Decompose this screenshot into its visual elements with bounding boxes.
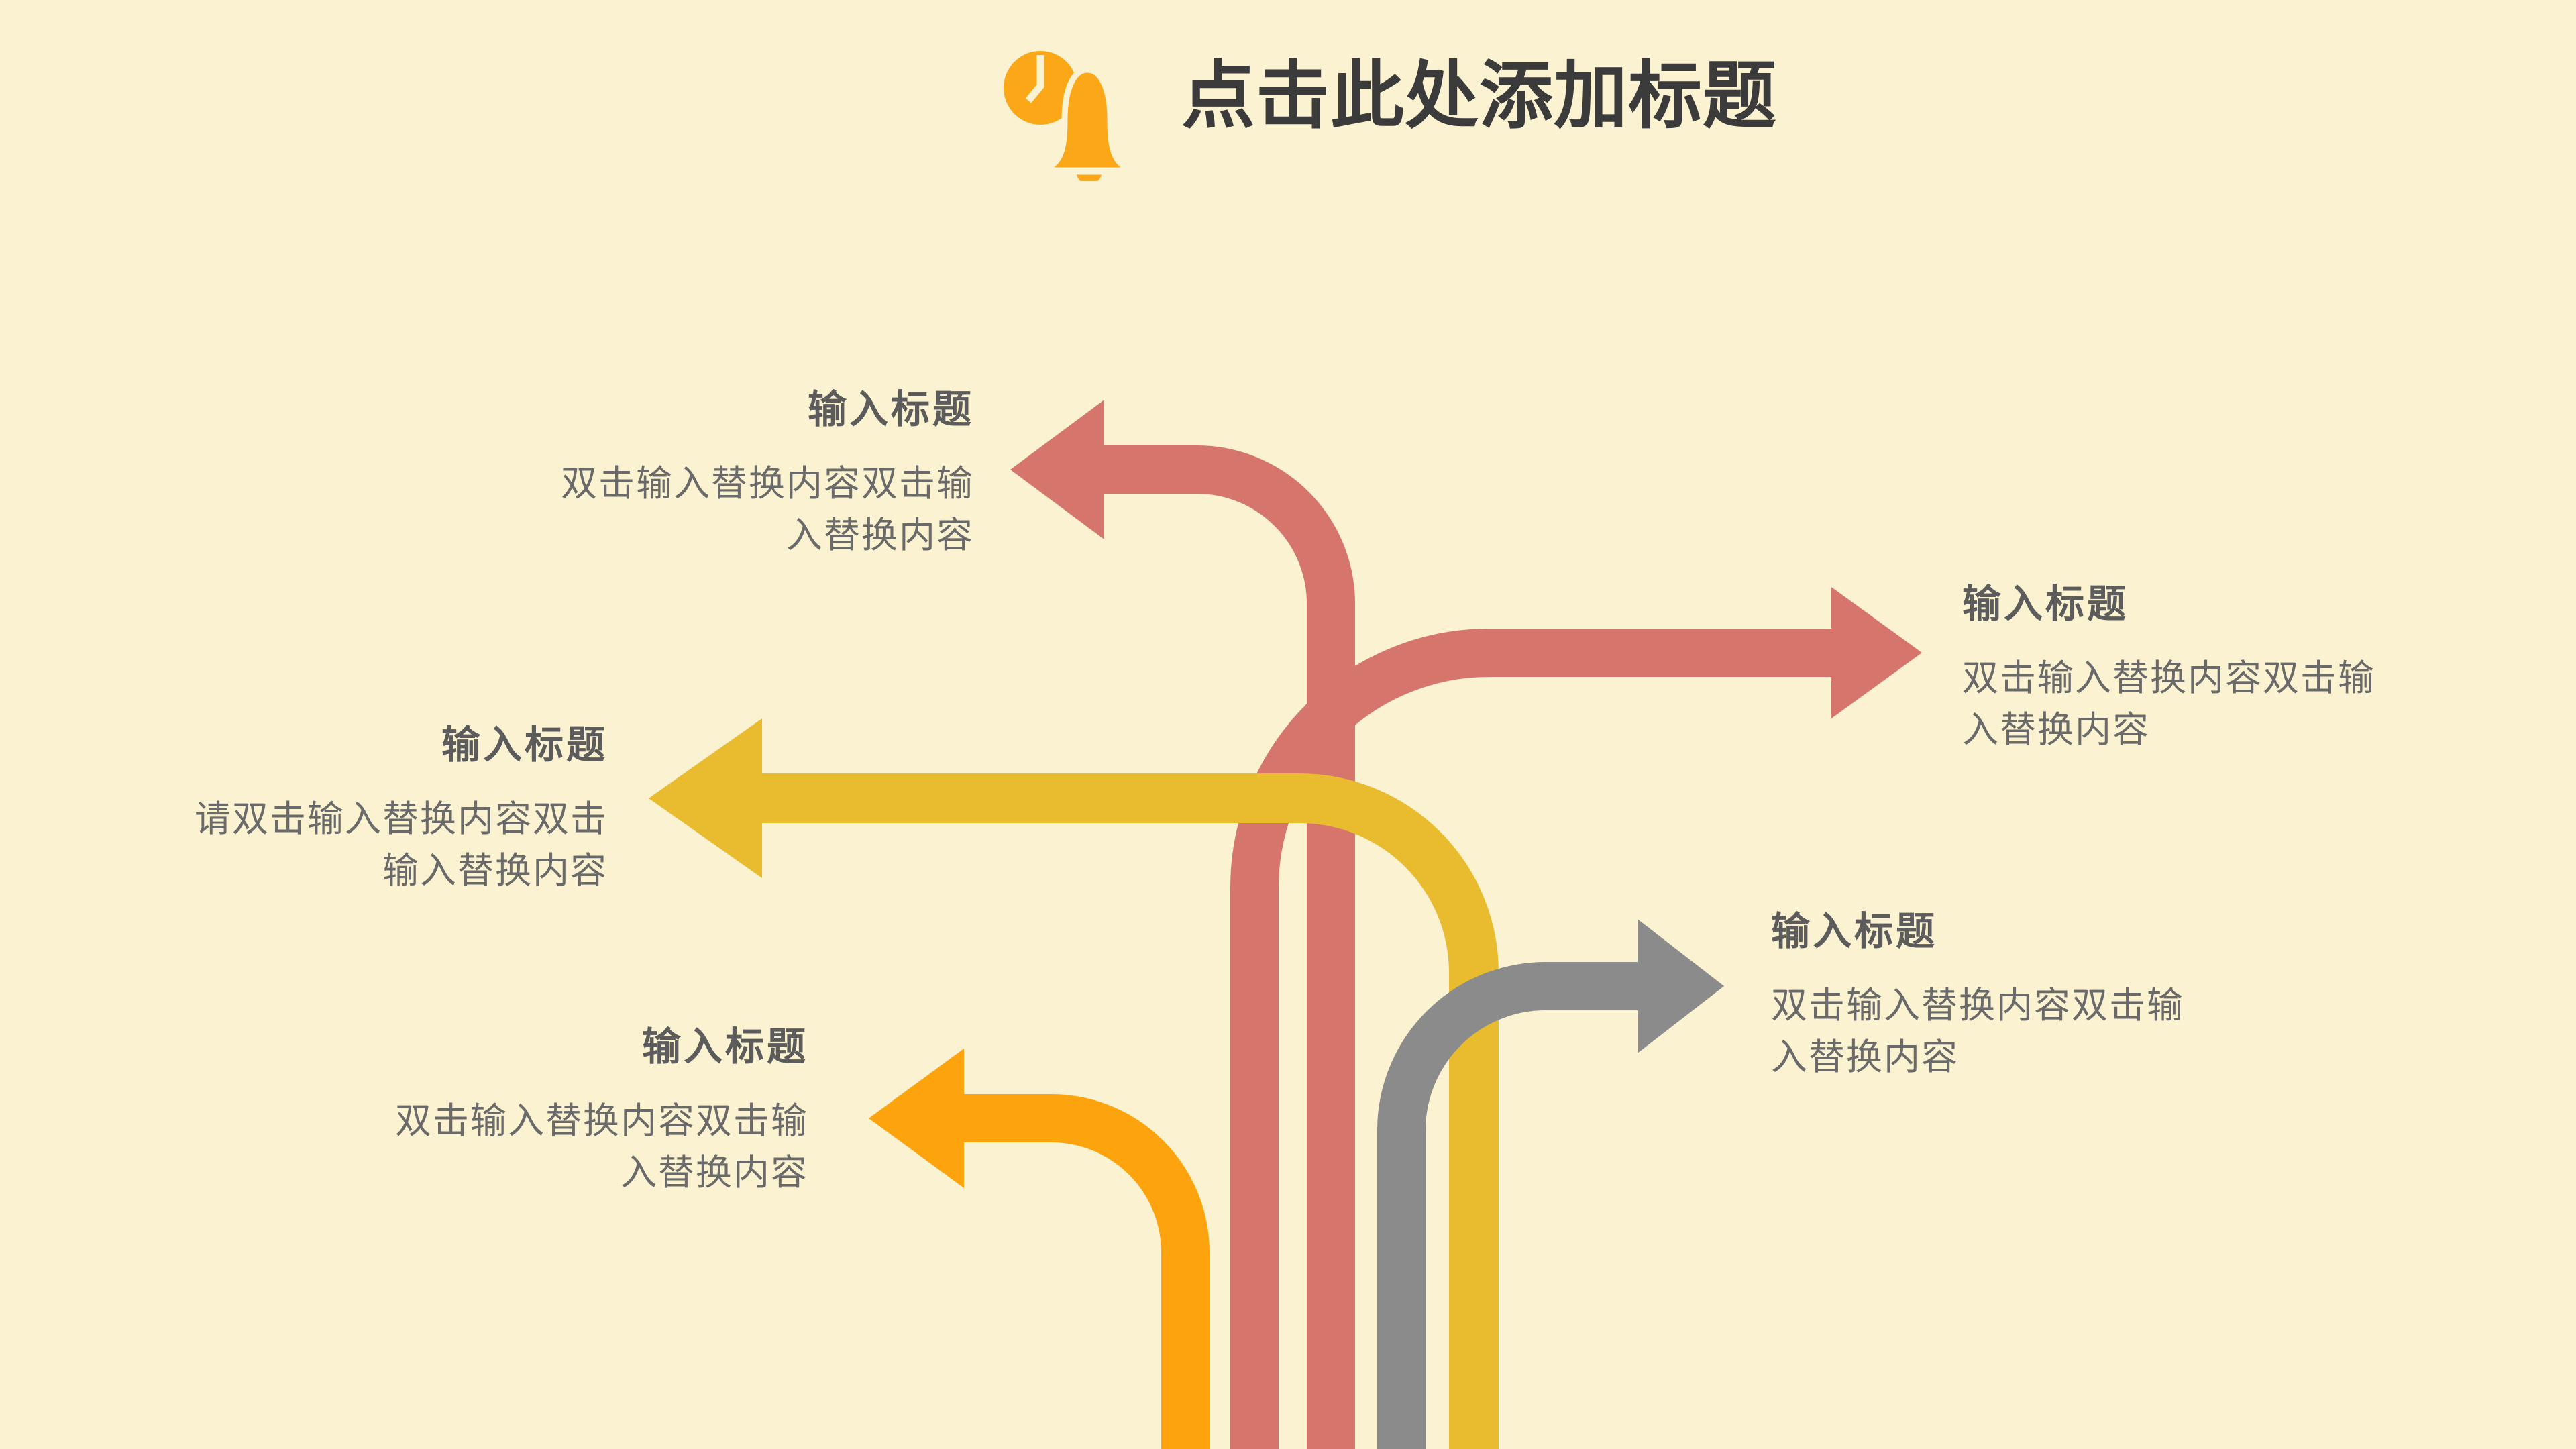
item-body-line2[interactable]: 入替换内容 (1962, 710, 2150, 751)
item-body-line1[interactable]: 双击输入替换内容双击输 (1771, 985, 2184, 1026)
item-body-placeholder[interactable]: 双击输入替换内容双击输入替换内容 (1962, 653, 2566, 757)
red-right-arrow (1230, 587, 1922, 1449)
item-body-line2[interactable]: 入替换内容 (786, 515, 974, 556)
yellow-left-arrow (649, 718, 1499, 1449)
gray-right-arrow-head (1638, 919, 1724, 1053)
red-left-arrow-head (1010, 400, 1104, 539)
item-body-placeholder[interactable]: 双击输入替换内容双击输入替换内容 (370, 458, 974, 563)
item-body-placeholder[interactable]: 双击输入替换内容双击输入替换内容 (205, 1095, 808, 1200)
gray-right-arrow-band (1377, 962, 1638, 1449)
yellow-left-arrow-head (649, 718, 762, 878)
text-item-right-lower[interactable]: 输入标题 双击输入替换内容双击输入替换内容 (1771, 910, 2375, 1084)
orange-left-arrow-band (964, 1094, 1210, 1449)
red-left-arrow (1010, 400, 1355, 1449)
item-title-placeholder[interactable]: 输入标题 (641, 1025, 808, 1069)
item-body-line2[interactable]: 输入替换内容 (382, 851, 608, 892)
red-right-arrow-band (1230, 629, 1831, 1449)
text-item-left-middle[interactable]: 输入标题 请双击输入替换内容双击输入替换内容 (4, 723, 608, 898)
bell-body (1040, 66, 1135, 174)
orange-left-arrow-head (869, 1049, 964, 1188)
orange-left-arrow (869, 1049, 1210, 1449)
text-item-right-upper[interactable]: 输入标题 双击输入替换内容双击输入替换内容 (1962, 582, 2566, 757)
item-title-placeholder[interactable]: 输入标题 (1771, 910, 1938, 953)
clock-hands (1025, 55, 1044, 103)
yellow-left-arrow-band (762, 773, 1499, 1449)
item-body-line1[interactable]: 请双击输入替换内容双击 (195, 798, 608, 839)
item-body-line1[interactable]: 双击输入替换内容双击输 (1962, 657, 2375, 698)
item-body-placeholder[interactable]: 双击输入替换内容双击输入替换内容 (1771, 980, 2375, 1085)
gray-right-arrow (1377, 919, 1724, 1449)
slide-header: 点击此处添加标题 (998, 40, 1777, 181)
text-item-bottom-left[interactable]: 输入标题 双击输入替换内容双击输入替换内容 (205, 1025, 808, 1199)
bell-clapper (1070, 168, 1108, 181)
slide-title-placeholder[interactable]: 点击此处添加标题 (1181, 56, 1777, 138)
text-item-top-left[interactable]: 输入标题 双击输入替换内容双击输入替换内容 (370, 388, 974, 562)
item-body-line2[interactable]: 入替换内容 (621, 1152, 808, 1193)
item-body-line1[interactable]: 双击输入替换内容双击输 (561, 463, 974, 504)
red-right-arrow-head (1831, 587, 1922, 718)
item-title-placeholder[interactable]: 输入标题 (441, 723, 608, 767)
item-body-line1[interactable]: 双击输入替换内容双击输 (395, 1100, 808, 1141)
item-title-placeholder[interactable]: 输入标题 (1962, 582, 2129, 626)
bell-clock-icon (1004, 51, 1135, 181)
item-title-placeholder[interactable]: 输入标题 (807, 388, 974, 431)
item-body-line2[interactable]: 入替换内容 (1771, 1037, 1959, 1078)
red-left-arrow-band (1104, 445, 1355, 1449)
item-body-placeholder[interactable]: 请双击输入替换内容双击输入替换内容 (4, 794, 608, 898)
